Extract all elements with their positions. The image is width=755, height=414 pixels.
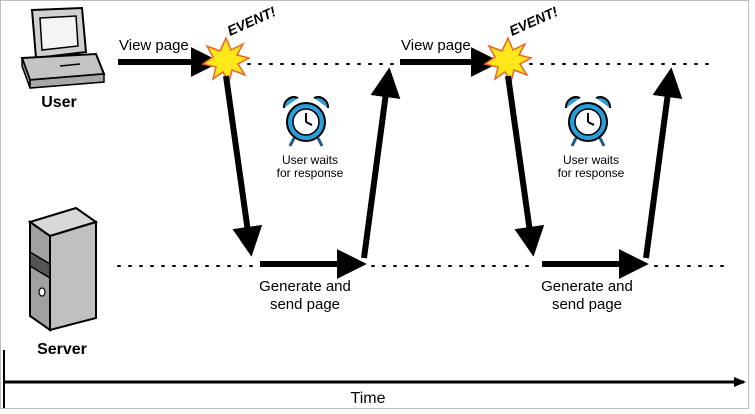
cycle-2: View page EVENT! User waits for response… [400, 3, 683, 313]
generate-label-line1: Generate and [541, 278, 633, 295]
event-label: EVENT! [225, 3, 279, 39]
wait-label-line1: User waits [563, 153, 619, 167]
request-arrow [223, 75, 263, 257]
generate-label-line1: Generate and [259, 278, 351, 295]
wait-label-line2: for response [277, 166, 344, 180]
event-burst-icon [483, 36, 534, 84]
cycle-1: View page EVENT! User waits for response… [118, 3, 401, 313]
view-page-label: View page [401, 37, 471, 54]
user-computer-icon [20, 6, 106, 89]
server-tower-icon [27, 206, 99, 332]
alarm-clock-icon [564, 96, 612, 147]
wait-label-line1: User waits [282, 153, 338, 167]
server-label: Server [37, 341, 87, 358]
user-label: User [41, 94, 77, 111]
wait-label-line2: for response [558, 166, 625, 180]
response-arrow [643, 67, 683, 259]
alarm-clock-icon [282, 96, 330, 147]
event-burst-icon [201, 36, 252, 84]
generate-label-line2: send page [552, 296, 622, 313]
generate-label-line2: send page [270, 296, 340, 313]
view-page-label: View page [119, 37, 189, 54]
event-label: EVENT! [507, 3, 561, 39]
response-arrow [361, 67, 401, 259]
request-arrow [505, 75, 545, 257]
time-label: Time [351, 390, 386, 407]
